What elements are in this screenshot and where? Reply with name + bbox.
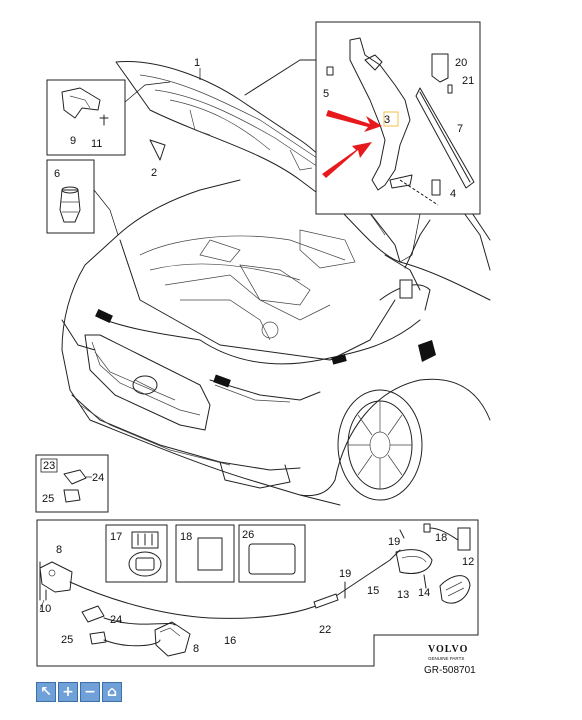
inset-hinge-strut bbox=[315, 21, 481, 263]
callout-9: 9 bbox=[70, 135, 76, 147]
callout-25-bottom: 25 bbox=[61, 634, 73, 646]
callout-24-top: 24 bbox=[92, 472, 104, 484]
red-arrow-lower bbox=[322, 142, 372, 178]
vehicle-drawing bbox=[61, 59, 491, 506]
callout-3: 3 bbox=[384, 114, 390, 126]
callout-12: 12 bbox=[462, 556, 474, 568]
callout-19-lower: 19 bbox=[339, 568, 351, 580]
callout-10: 10 bbox=[39, 603, 51, 615]
callout-23: 23 bbox=[43, 460, 55, 472]
callout-19-upper: 19 bbox=[388, 536, 400, 548]
callout-24-bottom: 24 bbox=[110, 614, 122, 626]
callout-20: 20 bbox=[455, 57, 467, 69]
callout-8-bottom: 8 bbox=[193, 643, 199, 655]
home-icon[interactable]: ⌂ bbox=[102, 682, 122, 702]
volvo-logo-text: VOLVO bbox=[428, 644, 468, 655]
zoom-in-icon[interactable]: + bbox=[58, 682, 78, 702]
callout-16: 16 bbox=[224, 635, 236, 647]
callout-15: 15 bbox=[367, 585, 379, 597]
callout-18-box: 18 bbox=[180, 531, 192, 543]
diagram-toolbar: ↖ + − ⌂ bbox=[36, 682, 122, 702]
callout-22: 22 bbox=[319, 624, 331, 636]
callout-5: 5 bbox=[323, 88, 329, 100]
inset-cable-assembly bbox=[36, 519, 479, 667]
cursor-arrow-icon[interactable]: ↖ bbox=[36, 682, 56, 702]
volvo-branding: VOLVO GENUINE PARTS GR-508701 bbox=[424, 644, 476, 676]
callout-labels: 1 2 3 4 5 6 7 8 8 9 10 11 12 13 14 15 16… bbox=[39, 57, 474, 655]
inset-bump-stop bbox=[46, 159, 119, 236]
callout-21: 21 bbox=[462, 75, 474, 87]
callout-4: 4 bbox=[450, 188, 456, 200]
inset-sensor-detail bbox=[35, 454, 109, 513]
callout-2: 2 bbox=[151, 167, 157, 179]
callout-7: 7 bbox=[457, 123, 463, 135]
callout-1: 1 bbox=[194, 57, 200, 69]
callout-13: 13 bbox=[397, 589, 409, 601]
callout-25-top: 25 bbox=[42, 493, 54, 505]
red-arrow-upper bbox=[326, 110, 382, 132]
inset-latch-detail bbox=[46, 79, 171, 156]
callout-26: 26 bbox=[242, 529, 254, 541]
diagram-code: GR-508701 bbox=[424, 665, 476, 676]
callout-8-left: 8 bbox=[56, 544, 62, 556]
callout-6: 6 bbox=[54, 168, 60, 180]
callout-18-small: 18 bbox=[435, 532, 447, 544]
zoom-out-icon[interactable]: − bbox=[80, 682, 100, 702]
callout-11: 11 bbox=[91, 138, 102, 150]
callout-17: 17 bbox=[110, 531, 122, 543]
volvo-logo-subtext: GENUINE PARTS bbox=[428, 656, 464, 661]
parts-diagram: 1 2 3 4 5 6 7 8 8 9 10 11 12 13 14 15 16… bbox=[35, 21, 491, 676]
callout-14: 14 bbox=[418, 587, 430, 599]
